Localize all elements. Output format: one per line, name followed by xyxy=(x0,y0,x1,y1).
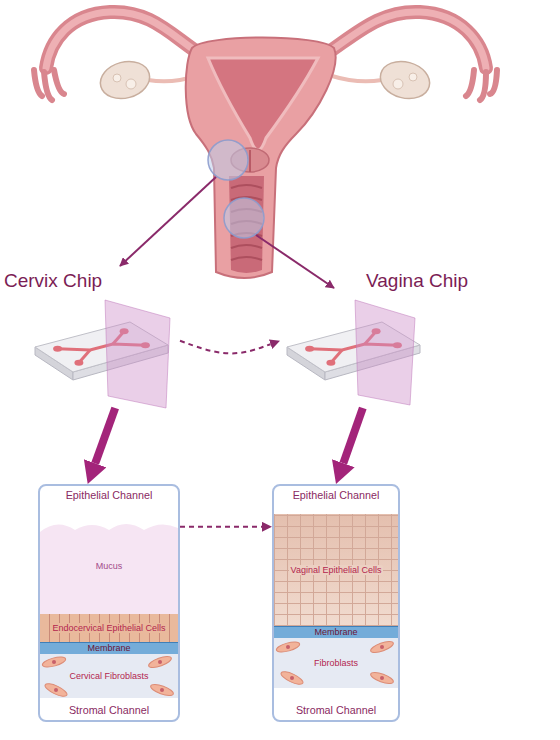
fibroblast-nucleus xyxy=(286,645,290,649)
epithelial-layer: Vaginal Epithelial Cells xyxy=(274,514,398,626)
uterus-outline xyxy=(186,38,336,279)
chip-title: Cervix Chip xyxy=(4,270,102,293)
chip-port xyxy=(305,346,314,352)
section-plane xyxy=(355,300,415,405)
ovarian-ligament xyxy=(332,76,382,81)
zoom-circle xyxy=(208,140,248,180)
organ-chip: Vagina Chip xyxy=(280,268,510,408)
cervical-canal xyxy=(249,150,251,172)
channel-panel: Epithelial ChannelStromal Channel Vaginal… xyxy=(272,484,400,722)
pointer-arrow xyxy=(120,177,216,266)
layer-label: Membrane xyxy=(85,643,132,654)
chip-port xyxy=(53,346,62,352)
pointer-arrow xyxy=(256,235,334,288)
fibroblast-cell xyxy=(369,639,394,655)
membrane-layer: Membrane xyxy=(40,642,178,655)
fibroblast-cell xyxy=(275,640,300,654)
chip-port xyxy=(326,360,335,366)
fibroblast-nucleus xyxy=(158,660,162,664)
fibroblast-cell xyxy=(43,681,68,698)
ovary xyxy=(96,56,154,104)
fibroblast-cell xyxy=(369,670,394,686)
layer-label: Cervical Fibroblasts xyxy=(67,671,150,682)
fibroblast-nucleus xyxy=(54,688,58,692)
fimbriae xyxy=(34,70,64,100)
fibroblast-cell xyxy=(149,682,174,698)
chip-port xyxy=(74,360,83,366)
uterine-cavity xyxy=(208,58,318,150)
flow-arrow xyxy=(95,408,115,463)
fibroblast-nucleus xyxy=(160,688,164,692)
epithelial-layer: Endocervical Epithelial Cells xyxy=(40,614,178,642)
fallopian-tube-lumen xyxy=(326,12,486,68)
chip-title: Vagina Chip xyxy=(366,270,468,293)
ovarian-follicle xyxy=(126,79,136,89)
channel-label: Stromal Channel xyxy=(40,701,178,720)
channel-label: Epithelial Channel xyxy=(40,486,178,505)
flow-arrow xyxy=(343,408,362,463)
ovary xyxy=(376,56,434,104)
zoom-circle xyxy=(224,198,264,238)
fibroblast-cell xyxy=(41,655,66,669)
fibroblast-cell xyxy=(147,654,172,670)
ovarian-follicle xyxy=(409,73,417,81)
fallopian-tube xyxy=(46,12,200,68)
channel-label: Epithelial Channel xyxy=(274,486,398,505)
section-plane xyxy=(105,300,170,408)
layer-label: Fibroblasts xyxy=(312,658,360,669)
dashed-arrow xyxy=(180,341,271,354)
layer-label: Endocervical Epithelial Cells xyxy=(50,623,167,634)
mucus-layer: Mucus xyxy=(40,518,178,614)
fallopian-tube-lumen xyxy=(46,12,200,68)
organ-chip: Cervix Chip xyxy=(0,268,180,408)
fibroblast-layer: Cervical Fibroblasts xyxy=(40,654,178,698)
layer-label: Membrane xyxy=(312,627,359,638)
fibroblast-nucleus xyxy=(52,660,56,664)
layer-label: Vaginal Epithelial Cells xyxy=(289,565,384,576)
fibroblast-cell xyxy=(279,669,304,686)
ovarian-follicle xyxy=(113,74,121,82)
fibroblast-nucleus xyxy=(380,676,384,680)
fallopian-tube xyxy=(326,12,486,68)
layer-label: Mucus xyxy=(94,561,125,572)
fibroblast-nucleus xyxy=(290,676,294,680)
fibroblast-nucleus xyxy=(380,645,384,649)
channel-panel: Epithelial ChannelStromal Channel MucusEn… xyxy=(38,484,180,722)
ovarian-follicle xyxy=(393,79,403,89)
dashed-arrow xyxy=(180,526,262,528)
channel-label: Stromal Channel xyxy=(274,701,398,720)
mucus-shape xyxy=(40,524,178,614)
membrane-layer: Membrane xyxy=(274,626,398,639)
fibroblast-layer: Fibroblasts xyxy=(274,638,398,688)
fimbriae xyxy=(466,70,497,100)
